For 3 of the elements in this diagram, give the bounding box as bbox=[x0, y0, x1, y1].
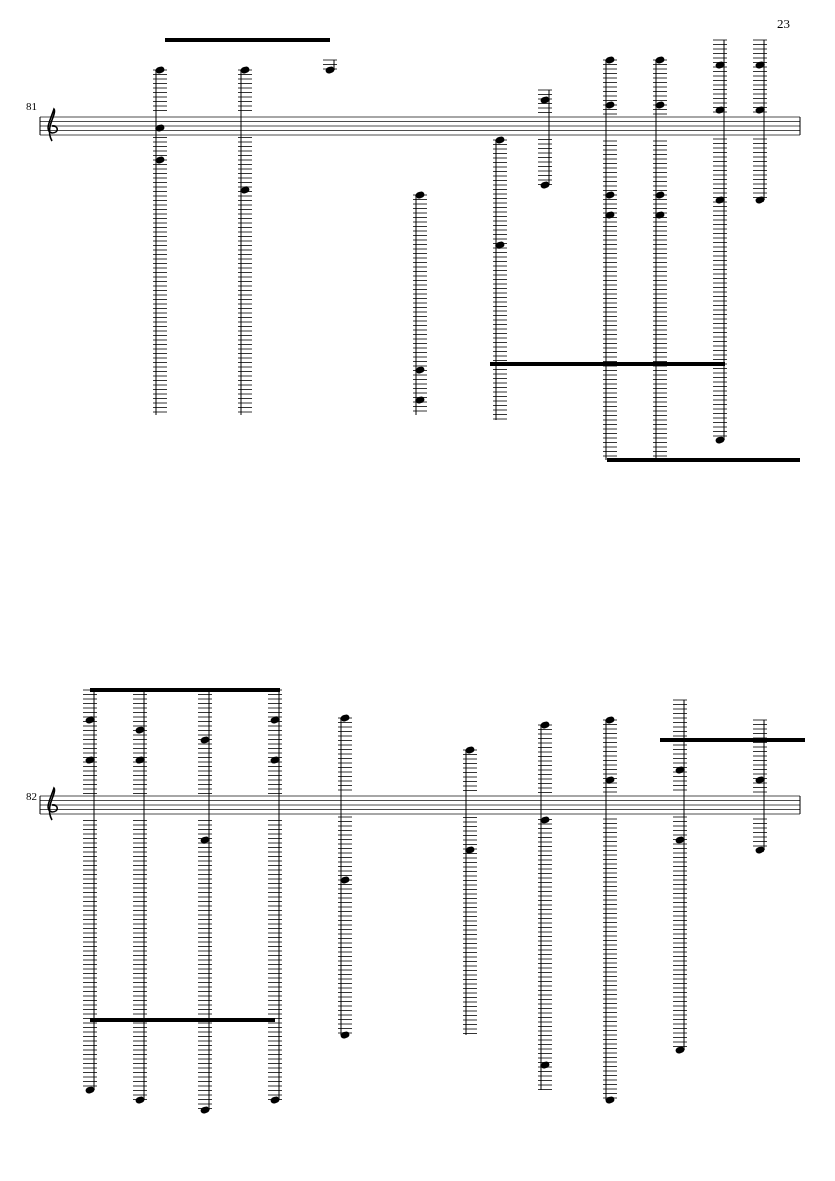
measure-number: 81 bbox=[26, 100, 37, 112]
measure-number: 82 bbox=[26, 790, 37, 802]
page-number: 23 bbox=[777, 16, 790, 32]
